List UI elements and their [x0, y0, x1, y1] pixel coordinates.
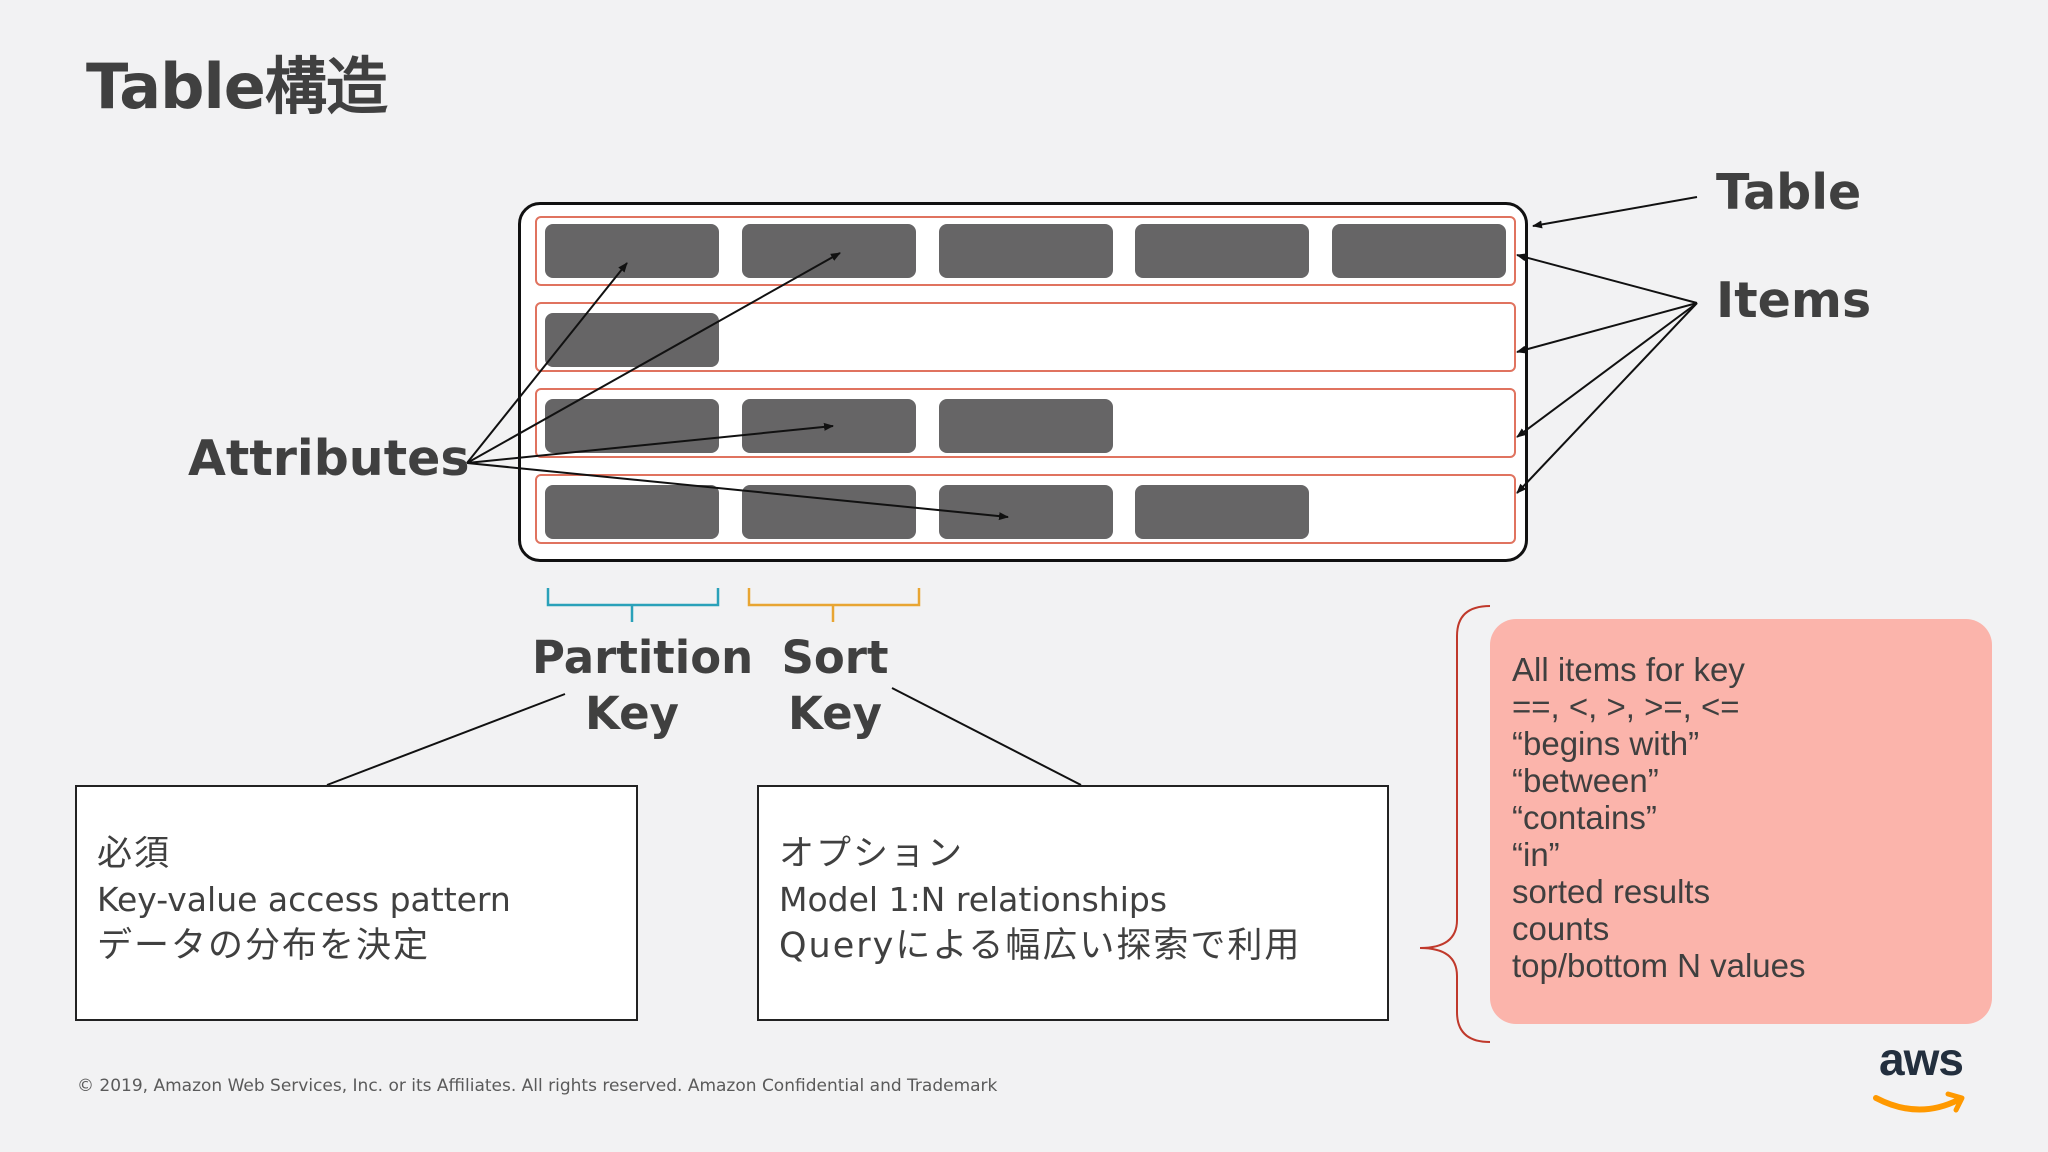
sort-key-label-line: Sort [781, 631, 889, 684]
attributes-arrow [466, 462, 1009, 521]
operation-item: top/bottom N values [1512, 947, 1806, 984]
attribute [1332, 224, 1506, 278]
operation-item: ==, <, >, >=, <= [1512, 688, 1740, 725]
sort-key-label: Sort Key [765, 630, 905, 742]
operation-item: “begins with” [1512, 725, 1700, 762]
aws-logo: aws [1866, 1033, 1976, 1114]
attribute [545, 485, 719, 539]
items-arrow [1516, 302, 1698, 494]
aws-smile-icon [1873, 1091, 1965, 1113]
partition-box-line: 必須 [97, 834, 172, 874]
sort-key-box: オプション Model 1:N relationships Queryによる幅広… [757, 785, 1389, 1021]
slide-title: Table構造 [86, 50, 388, 123]
copyright-footer: © 2019, Amazon Web Services, Inc. or its… [77, 1076, 998, 1096]
sort-connector [891, 687, 1082, 786]
attribute [545, 313, 719, 367]
items-arrow [1516, 302, 1698, 354]
operation-item: “between” [1512, 762, 1659, 799]
table-arrow [1532, 196, 1698, 229]
sort-box-line: Queryによる幅広い探索で利用 [779, 926, 1302, 966]
attribute [1135, 224, 1309, 278]
attributes-arrow [466, 422, 834, 464]
sort-key-label-line: Key [788, 687, 882, 740]
attribute [939, 224, 1113, 278]
partition-key-brace [546, 588, 720, 622]
partition-box-line: Key-value access pattern [97, 880, 511, 919]
sort-key-brace [747, 588, 921, 622]
sort-box-line: オプション [779, 834, 965, 874]
attributes-arrow [466, 262, 628, 464]
attribute [545, 224, 719, 278]
table-label: Table [1716, 164, 1862, 221]
attribute [939, 485, 1113, 539]
attributes-arrow [466, 252, 841, 464]
partition-key-label: Partition Key [532, 630, 754, 742]
partition-connector [326, 693, 566, 786]
partition-key-box: 必須 Key-value access pattern データの分布を決定 [75, 785, 638, 1021]
operation-item: All items for key [1512, 651, 1745, 688]
attribute [742, 224, 916, 278]
partition-key-label-line: Partition [532, 631, 754, 684]
partition-key-label-line: Key [585, 687, 679, 740]
items-arrow [1516, 253, 1698, 304]
items-label: Items [1716, 272, 1872, 329]
operations-brace [1419, 605, 1491, 1043]
attributes-label: Attributes [188, 430, 470, 487]
partition-box-line: データの分布を決定 [97, 926, 431, 966]
sort-key-operations: All items for key ==, <, >, >=, <= “begi… [1490, 619, 1992, 1024]
aws-logo-text: aws [1879, 1033, 1964, 1085]
attribute [939, 399, 1113, 453]
items-arrow [1516, 302, 1698, 438]
operation-item: counts [1512, 910, 1610, 947]
attribute [1135, 485, 1309, 539]
operation-item: sorted results [1512, 873, 1711, 910]
operation-item: “contains” [1512, 799, 1657, 836]
sort-box-line: Model 1:N relationships [779, 880, 1168, 919]
attribute [545, 399, 719, 453]
operation-item: “in” [1512, 836, 1560, 873]
